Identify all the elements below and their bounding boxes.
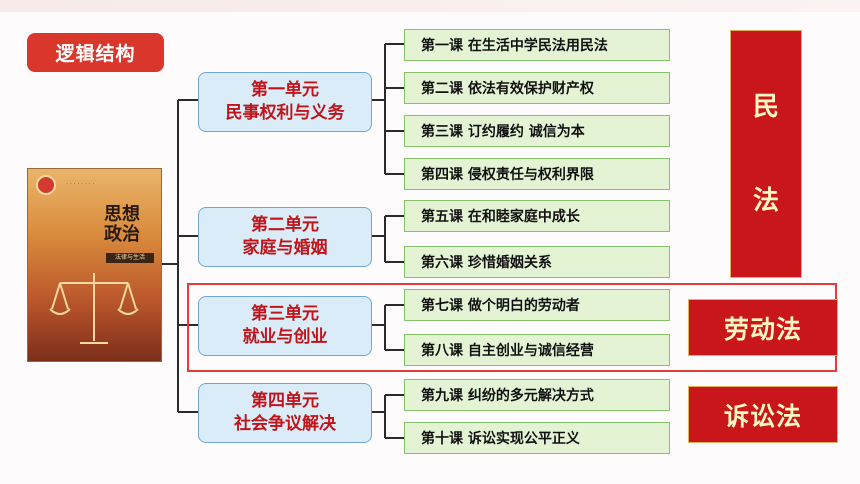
- unit-2-number: 第二单元: [251, 215, 319, 235]
- civil-law-char-2: 法: [752, 186, 779, 216]
- lesson-2: 第二课 依法有效保护财产权: [404, 72, 670, 104]
- lesson-10: 第十课 诉讼实现公平正义: [404, 422, 670, 454]
- lesson-1: 第一课 在生活中学民法用民法: [404, 29, 670, 61]
- lesson-6: 第六课 珍惜婚姻关系: [404, 246, 670, 278]
- litigation-law-box: 诉讼法: [688, 386, 838, 443]
- unit-2-title: 家庭与婚姻: [242, 238, 328, 258]
- unit-4-number: 第四单元: [251, 391, 319, 411]
- textbook-cover-image: · · · · · · · · 思想政治 法律与生活: [27, 168, 162, 362]
- unit-1-box: 第一单元 民事权利与义务: [198, 72, 372, 132]
- justice-scale-icon: [49, 273, 139, 344]
- cover-tag: 法律与生活: [106, 253, 154, 263]
- lesson-5: 第五课 在和睦家庭中成长: [404, 200, 670, 232]
- unit-3-title: 就业与创业: [242, 327, 328, 347]
- publisher-seal: [36, 175, 56, 195]
- lesson-8: 第八课 自主创业与诚信经营: [404, 334, 670, 366]
- unit-4-box: 第四单元 社会争议解决: [198, 383, 372, 443]
- section-title: 逻辑结构: [27, 33, 164, 72]
- unit-1-title: 民事权利与义务: [225, 103, 345, 123]
- unit-3-box: 第三单元 就业与创业: [198, 296, 372, 356]
- labor-law-box: 劳动法: [688, 299, 838, 356]
- cover-title: 思想政治: [104, 204, 140, 245]
- unit-1-number: 第一单元: [251, 80, 319, 100]
- civil-law-box: 民 法: [730, 30, 802, 278]
- unit-2-box: 第二单元 家庭与婚姻: [198, 207, 372, 267]
- civil-law-char-1: 民: [752, 92, 779, 122]
- lesson-7: 第七课 做个明白的劳动者: [404, 289, 670, 321]
- unit-3-number: 第三单元: [251, 304, 319, 324]
- lesson-4: 第四课 侵权责任与权利界限: [404, 158, 670, 190]
- top-bar: [0, 0, 860, 12]
- lesson-3: 第三课 订约履约 诚信为本: [404, 115, 670, 147]
- cover-small-print: · · · · · · · ·: [66, 181, 95, 188]
- lesson-9: 第九课 纠纷的多元解决方式: [404, 379, 670, 411]
- unit-4-title: 社会争议解决: [234, 414, 336, 434]
